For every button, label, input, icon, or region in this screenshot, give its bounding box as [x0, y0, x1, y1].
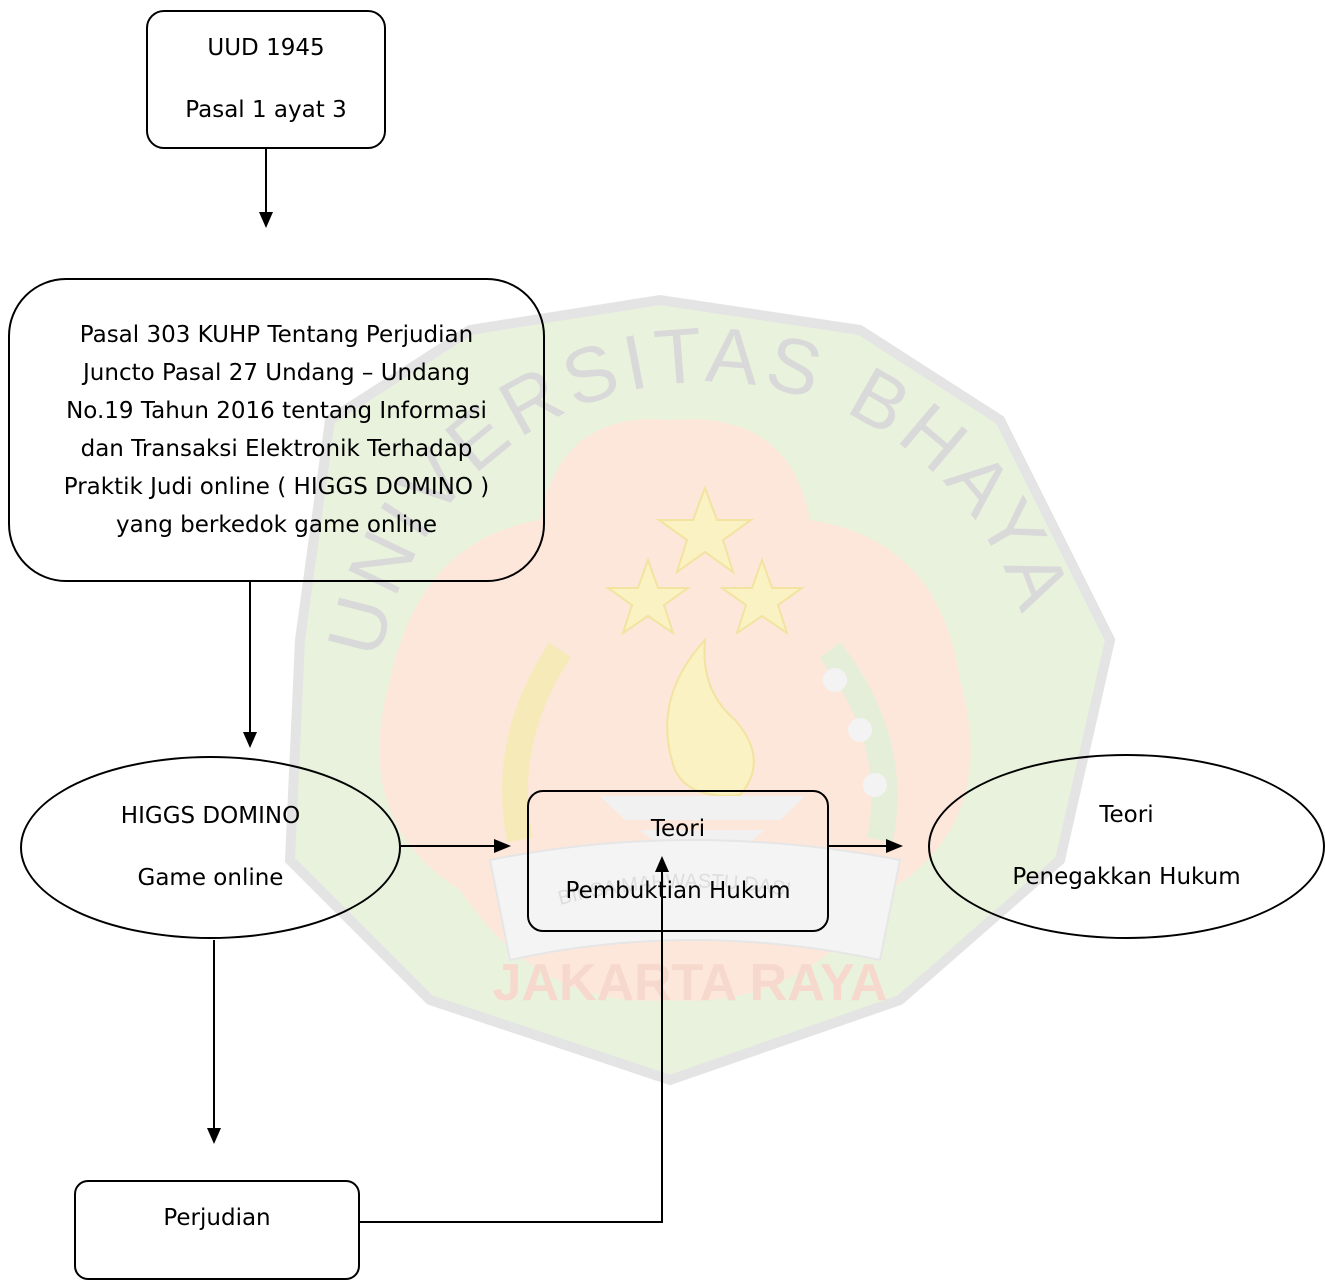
rice-stalk-icon — [502, 642, 571, 843]
arrowhead-icon — [259, 212, 273, 228]
higgs-title: HIGGS DOMINO — [120, 802, 301, 829]
flame-icon — [666, 637, 755, 797]
arrowhead-icon — [243, 732, 257, 748]
pasal303-line: dan Transaksi Elektronik Terhadap — [80, 436, 473, 462]
perjudian-box: Perjudian — [74, 1180, 360, 1280]
arrowhead-icon — [655, 856, 669, 872]
teori-pembuktian-box: Teori Pembuktian Hukum — [527, 790, 829, 932]
pasal303-line: No.19 Tahun 2016 tentang Informasi — [66, 398, 487, 424]
cotton-branch-icon — [819, 642, 898, 843]
star-icon — [655, 485, 755, 575]
pasal303-line: Praktik Judi online ( HIGGS DOMINO ) — [63, 474, 490, 500]
arrowhead-icon — [207, 1128, 221, 1144]
arrowhead-icon — [494, 839, 511, 853]
pasal303-line: yang berkedok game online — [115, 512, 438, 538]
pasal303-line: Pasal 303 KUHP Tentang Perjudian — [79, 322, 474, 348]
pembuktian-title: Teori — [650, 816, 706, 843]
perjudian-label: Perjudian — [163, 1205, 271, 1231]
arrowhead-icon — [886, 839, 903, 853]
pasal303-line: Juncto Pasal 27 Undang – Undang — [83, 360, 470, 386]
pasal-303-box: Pasal 303 KUHP Tentang Perjudian Juncto … — [8, 278, 545, 582]
uud-1945-box: UUD 1945 Pasal 1 ayat 3 — [146, 10, 386, 149]
penegakkan-title: Teori — [1099, 801, 1154, 828]
logo-bottom-text: JAKARTA RAYA — [493, 954, 888, 1012]
higgs-domino-ellipse: HIGGS DOMINO Game online — [20, 756, 401, 939]
penegakkan-subtitle: Penegakkan Hukum — [1012, 863, 1241, 890]
star-icon — [718, 557, 806, 636]
higgs-subtitle: Game online — [137, 864, 284, 891]
teori-penegakkan-ellipse: Teori Penegakkan Hukum — [928, 754, 1325, 939]
arrow-perjudian-to-pembuktian — [360, 870, 663, 1223]
uud-article: Pasal 1 ayat 3 — [185, 96, 347, 123]
torch-stand-icon — [600, 796, 805, 850]
pembuktian-subtitle: Pembuktian Hukum — [565, 878, 791, 904]
uud-title: UUD 1945 — [207, 34, 325, 61]
star-icon — [604, 557, 692, 636]
